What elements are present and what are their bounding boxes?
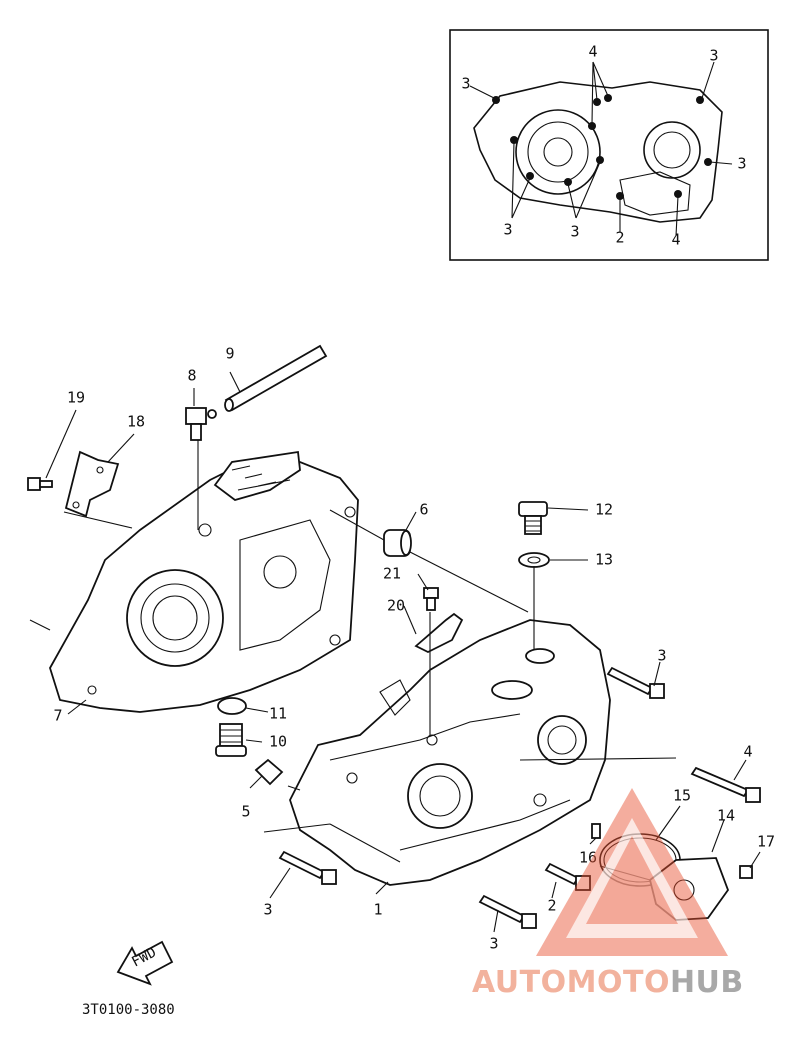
callout-15: 15: [673, 787, 691, 805]
callout-5: 5: [241, 803, 250, 821]
logo-text-auto: AUTO: [472, 965, 567, 1000]
inset-label-3-bottomleft: 3: [503, 221, 512, 239]
part-10-bolt: [215, 723, 247, 757]
inset-label-3-topright: 3: [709, 47, 718, 65]
callout-19: 19: [67, 389, 85, 407]
callout-3-upper: 3: [657, 647, 666, 665]
part-12-plug: [518, 501, 548, 535]
callout-16: 16: [579, 849, 597, 867]
part-19-bolt: [27, 477, 53, 491]
part-18-bracket: [64, 450, 120, 518]
callout-11: 11: [269, 705, 287, 723]
part-code: 3T0100-3080: [82, 1002, 175, 1018]
svg-text:AUTOMOTOHUB: AUTOMOTOHUB: [472, 965, 744, 1000]
part-3-bolt-lower-left: [278, 850, 337, 885]
right-gear-bore: [537, 715, 587, 765]
callout-labels: 1 2 3 3 3 4 5 6 7 8 9 10 11 12 13 15 16 …: [53, 345, 775, 953]
callout-3-lower-left: 3: [263, 901, 272, 919]
callout-4: 4: [743, 743, 752, 761]
part-21-bolt: [423, 587, 439, 611]
callout-17: 17: [757, 833, 775, 851]
part-11-washer: [217, 697, 247, 715]
left-crankcase-half: [49, 450, 359, 713]
inset-label-3-bottommid: 3: [570, 223, 579, 241]
inset-label-4-top: 4: [588, 43, 597, 61]
part-20-plate: [414, 612, 464, 654]
part-4-bolt: [690, 766, 761, 803]
callout-14: 14: [717, 807, 735, 825]
callout-18: 18: [127, 413, 145, 431]
inset-label-3-right: 3: [737, 155, 746, 173]
right-crank-bore: [407, 763, 473, 829]
part-9-shaft: [224, 344, 328, 412]
part-5-dowel: [254, 758, 284, 786]
callout-21: 21: [383, 565, 401, 583]
callout-13: 13: [595, 551, 613, 569]
callout-1: 1: [373, 901, 382, 919]
part-3-bolt-upper: [606, 666, 665, 699]
callout-12: 12: [595, 501, 613, 519]
leader-lines: [29, 371, 761, 933]
inset-label-2: 2: [615, 229, 624, 247]
inset-label-3-left: 3: [461, 75, 470, 93]
callout-9: 9: [225, 345, 234, 363]
part-2-bolt: [544, 862, 591, 891]
inset-case-outline: [473, 81, 723, 223]
callout-8: 8: [187, 367, 196, 385]
logo-text-hub: HUB: [670, 965, 744, 1000]
inset-crankcase-view: 4 3 3 3 3 3 2 4: [449, 29, 769, 261]
callout-3-lower-right: 3: [489, 935, 498, 953]
part-16-pin: [591, 823, 601, 839]
part-17-bolt: [739, 865, 753, 879]
callout-10: 10: [269, 733, 287, 751]
part-3-bolt-lower-right: [478, 894, 537, 929]
inset-gear-bore: [643, 121, 701, 179]
part-8-fitting: [185, 407, 217, 441]
callout-7: 7: [53, 707, 62, 725]
right-crankcase-half: [289, 619, 611, 886]
logo-text-moto: MOTO: [567, 965, 670, 1000]
part-13-washer: [518, 552, 550, 568]
automotohub-logo: AUTOMOTOHUB: [472, 788, 744, 1000]
callout-6: 6: [419, 501, 428, 519]
part-6-bushing: [383, 529, 412, 557]
left-case-fins: [213, 450, 301, 501]
inset-crank-bore: [515, 109, 601, 195]
inset-label-4-bottom: 4: [671, 231, 680, 249]
callout-20: 20: [387, 597, 405, 615]
callout-2: 2: [547, 897, 556, 915]
fwd-arrow: FWD: [116, 940, 174, 986]
inset-frame: [449, 29, 769, 261]
